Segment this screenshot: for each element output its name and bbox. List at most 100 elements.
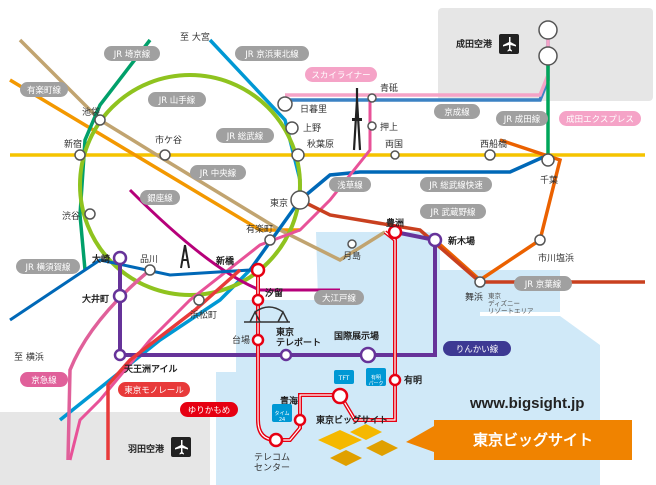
label-hamamatsucho: 浜松町 [190,309,217,321]
station-hamamatsucho-dot [193,294,205,306]
label-shiodome: 汐留 [265,287,283,299]
label-big-sight-station: 東京ビッグサイト [316,414,388,426]
station-osaki-dot [112,250,128,266]
pill-yurikamome: ゆりかもめ [188,406,231,416]
label-oshiage: 押上 [380,121,398,133]
pill-jr-narita: JR 成田線 [503,114,541,125]
pill-asakusa: 浅草線 [337,180,363,191]
label-oimachi: 大井町 [82,293,109,305]
line-yurakucho [18,38,386,263]
station-ichikawashiohama-dot [534,234,546,246]
label-yurakucho: 有楽町 [246,223,273,235]
line-oedo [128,188,340,292]
station-daiba-dot [251,333,265,347]
label-toyosu: 豊洲 [386,217,404,229]
pill-narita-express: 成田エクスプレス [566,114,634,125]
station-shibuya-dot [84,208,96,220]
skytree-icon [352,88,362,151]
label-telecom-center: テレコムセンター [254,452,290,473]
label-shibuya: 渋谷 [62,210,80,222]
badge-tft: TFT [338,375,350,382]
pill-ginza: 銀座線 [147,193,173,204]
label-osaki: 大崎 [92,253,110,265]
label-ichikawashiohama: 市川塩浜 [538,252,574,264]
station-telecom-dot [268,432,284,448]
banner-text: 東京ビッグサイト [473,431,593,449]
label-kokusai-tenjijo: 国際展示場 [334,330,379,342]
station-tokyo-dot [290,190,310,210]
line-keiyo [299,198,645,284]
pill-jr-saikyo: JR 埼京線 [113,49,151,60]
station-aomi-dot [293,413,307,427]
label-maihama: 舞浜 [465,292,483,303]
station-shinjuku-dot [74,149,86,161]
pill-jr-yokosuka: JR 横須賀線 [24,262,71,273]
big-sight-building-icon [318,424,398,466]
station-shiodome-dot [251,293,265,307]
pill-tokyo-monorail: 東京モノレール [124,385,184,396]
line-pills: JR 埼京線 JR 京浜東北線 有楽町線 JR 山手線 スカイライナー 京成線 … [16,46,641,417]
label-disney: 東京ディズニーリゾートエリア [488,291,534,315]
line-saikyo [78,38,152,271]
line-monorail [106,268,242,460]
pill-jr-sobu-rapid: JR 総武線快速 [428,180,483,191]
label-ichigaya: 市ケ谷 [155,134,182,146]
station-big-sight-dot [331,387,349,405]
station-oimachi-dot [112,288,128,304]
station-tennozu-dot [113,348,127,362]
pill-rinkai: りんかい線 [456,344,499,355]
station-kokusai-tenjijo-dot [359,346,377,364]
label-shinkiba: 新木場 [448,235,475,247]
label-tennozu-isle: 天王洲アイル [124,364,178,375]
label-daiba: 台場 [232,334,250,346]
label-tsukishima: 月島 [343,250,361,262]
station-toyosu-dot [387,224,403,240]
label-shinagawa: 品川 [140,254,158,265]
pill-jr-keihin-tohoku: JR 京浜東北線 [244,49,299,60]
station-narita-airport-dot [538,20,558,40]
label-narita-airport: 成田空港 [456,38,493,50]
label-aoto: 青砥 [380,82,398,94]
station-yurakucho-dot [264,234,276,246]
station-tokyo-teleport-dot [279,348,293,362]
line-yokosuka [9,199,302,322]
pill-jr-keiyo: JR 京葉線 [524,279,562,290]
station-ariake-dot [388,373,402,387]
label-tokyo: 東京 [270,197,288,209]
station-chiba-dot [541,153,555,167]
station-ichigaya-dot [159,149,171,161]
label-akihabara: 秋葉原 [307,138,334,150]
label-shimbashi: 新橋 [216,255,235,267]
badge-ariake-park: 有明パーク [368,374,383,387]
website-url[interactable]: www.bigsight.jp [469,395,584,412]
airplane-icon [499,34,519,54]
station-nishifunabashi-dot [484,149,496,161]
station-nippori-dot [277,96,293,112]
pill-keikyu: 京急線 [31,375,57,386]
big-sight-banner: 東京ビッグサイト [406,420,632,460]
station-shinagawa-dot [144,264,156,276]
label-haneda-airport: 羽田空港 [128,443,165,455]
label-ueno: 上野 [303,123,321,134]
station-akihabara-dot [291,148,305,162]
pill-jr-chuo: JR 中央線 [199,168,237,179]
tokyo-tower-icon [180,244,190,269]
station-ryogoku-dot [390,150,400,160]
station-maihama-dot [474,276,486,288]
label-ryogoku: 両国 [385,139,403,150]
pill-oedo: 大江戸線 [322,293,357,304]
pill-yurakucho: 有楽町線 [27,85,62,96]
station-markers [74,20,558,306]
label-ariake: 有明 [404,374,422,386]
station-labels: 池袋 新宿 市ケ谷 渋谷 日暮里 上野 秋葉原 青砥 押上 両国 西船橋 千葉 … [62,82,574,473]
pill-jr-yamanote: JR 山手線 [158,95,196,106]
pill-jr-sobu: JR 総武線 [226,131,264,142]
line-yamanote [78,73,302,297]
station-oshiage-dot [367,121,377,131]
station-shimbashi-dot [250,262,266,278]
station-markers-red [250,224,403,448]
line-sobu-rapid [298,153,549,202]
station-aoto-dot [367,93,377,103]
